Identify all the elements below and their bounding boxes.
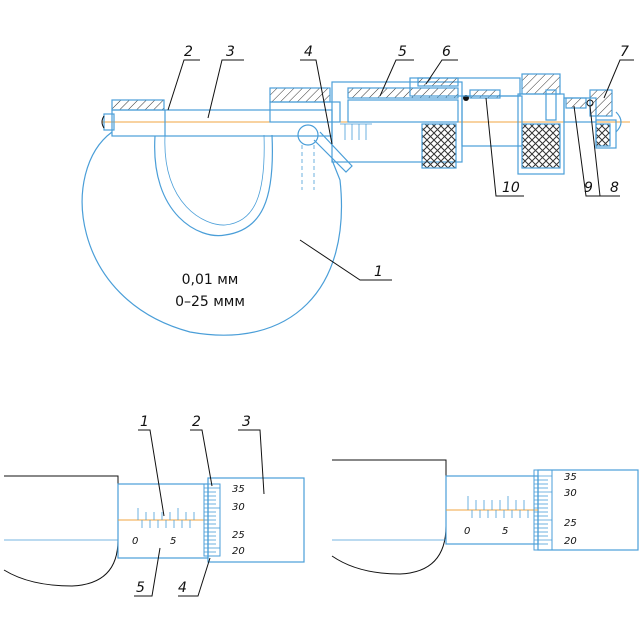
callout-scale-1: 1 <box>140 414 149 430</box>
scale-left: 0 5 35 30 25 20 1 2 3 4 <box>3 414 305 597</box>
end-body <box>595 119 617 149</box>
ratchet-pin <box>545 89 557 121</box>
knurl-sleeve <box>421 123 457 169</box>
thimble-tick-20-right: 20 <box>564 536 577 547</box>
sleeve-tick-0-right: 0 <box>464 526 470 537</box>
callout-5: 5 <box>398 44 407 60</box>
callout-8: 8 <box>610 180 619 196</box>
sleeve-tick-5-left: 5 <box>170 536 176 547</box>
callout-scale-5: 5 <box>136 580 145 596</box>
thimble-tick-30-right: 30 <box>564 488 577 499</box>
micrometer-assembly: 0,01 мм 0–25 ммм <box>81 73 630 336</box>
callout-6: 6 <box>442 44 451 60</box>
sleeve-hatch <box>347 87 459 99</box>
anvil-cap <box>103 113 115 131</box>
end-face <box>615 111 622 133</box>
thimble-right <box>537 469 639 551</box>
callout-3: 3 <box>226 44 235 60</box>
thimble-ticks-right <box>533 469 553 551</box>
end-hatch <box>589 89 613 117</box>
callout-2: 2 <box>184 44 193 60</box>
callout-1: 1 <box>374 264 383 280</box>
callout-scale-2: 2 <box>192 414 201 430</box>
callout-7: 7 <box>620 44 629 60</box>
thimble-tick-35-left: 35 <box>232 484 245 495</box>
thimble-left <box>207 477 305 563</box>
sleeve-ticks-left <box>137 508 195 528</box>
callout-9: 9 <box>584 180 593 196</box>
sleeve-inner <box>347 99 459 123</box>
thimble-tick-35-right: 35 <box>564 472 577 483</box>
sleeve-tick-5-right: 5 <box>502 526 508 537</box>
thimble-hatch <box>417 77 459 87</box>
stem-hatch-upper <box>269 87 331 103</box>
ratchet-housing <box>517 93 565 175</box>
callout-10: 10 <box>502 180 520 196</box>
frame-inner-edge <box>164 134 265 226</box>
frame-outer <box>81 131 342 336</box>
thimble-tick-20-left: 20 <box>232 546 245 557</box>
callout-scale-4: 4 <box>178 580 187 596</box>
anvil-face <box>101 115 105 129</box>
knurl-end <box>595 123 611 147</box>
ratchet-hatch <box>521 73 561 95</box>
thimble-ticks-left <box>203 483 221 557</box>
frame-inner <box>154 134 274 237</box>
lock-lever <box>313 131 353 173</box>
thimble-hatch-2 <box>469 89 501 99</box>
anvil-hatch <box>111 99 165 111</box>
sleeve-ticks-top <box>344 124 367 140</box>
ratchet-body <box>461 95 523 147</box>
thimble-tick-25-right: 25 <box>564 518 577 529</box>
sleeve-ticks-right <box>467 496 529 518</box>
range-label: 0–25 ммм <box>175 294 245 310</box>
top-callouts: 2 3 4 5 6 7 8 9 10 1 <box>167 44 634 281</box>
frame-cut-left <box>3 475 119 587</box>
thimble-tick-25-left: 25 <box>232 530 245 541</box>
callout-scale-3: 3 <box>242 414 251 430</box>
scale-right: 0 5 35 30 25 20 <box>331 459 639 575</box>
frame-cut-right <box>331 459 447 575</box>
end-cap-hatch <box>565 97 587 109</box>
lock-knob <box>297 124 319 146</box>
stem-housing <box>269 101 341 123</box>
sleeve-tick-0-left: 0 <box>132 536 138 547</box>
thimble-tick-30-left: 30 <box>232 502 245 513</box>
knurl-ratchet <box>521 123 561 169</box>
resolution-label: 0,01 мм <box>182 272 239 288</box>
callout-4: 4 <box>304 44 313 60</box>
